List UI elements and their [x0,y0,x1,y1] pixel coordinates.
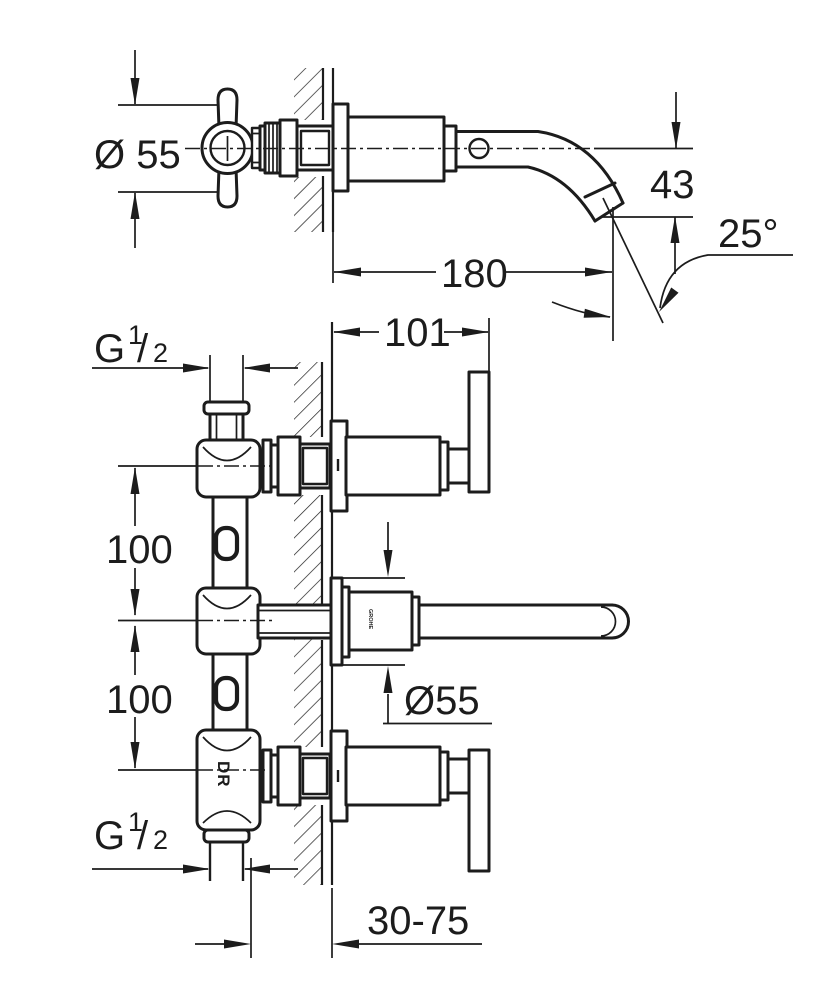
body-marking-dr: DR [214,761,233,788]
dim-handle-diameter: Ø 55 [94,133,181,177]
cross-handle [200,87,255,209]
thread-top-denominator: 2 [153,338,168,368]
dim-spout-reach: 180 [441,252,508,296]
thread-top-g: G [94,327,125,371]
dim-escutcheon-diameter: Ø55 [404,679,480,723]
dim-spout-angle: 25° [718,212,779,256]
top-valve-lever [467,370,491,494]
dim-spout-end-height: 43 [650,163,695,207]
rough-in-body [195,400,262,881]
thread-top-slash: / [137,327,149,371]
side-view [200,87,625,223]
centerlines [118,147,693,771]
front-view [195,370,630,881]
thread-bottom-denominator: 2 [153,825,168,855]
bottom-valve-cartridge [344,745,442,807]
spout-side [346,115,625,223]
dim-wall-to-lever: 101 [384,311,451,355]
spout-end-cap [610,603,630,640]
spout-base [347,590,414,652]
thread-bottom-g: G [94,814,125,858]
spout-escutcheon [329,576,344,667]
thread-bottom-slash: / [137,814,149,858]
grohe-logo: GROHE [367,609,373,630]
dimension-labels: Ø 55 43 25° 180 101 G 1 / 2 100 100 Ø55 … [94,133,779,943]
dim-embedment-depth: 30-75 [367,899,469,943]
inlet-bottom-cap [202,828,251,844]
dim-spacing-lower: 100 [106,678,173,722]
thread-bottom-numerator: 1 [128,807,143,837]
bottom-valve-lever [467,748,491,873]
mounting-slot-upper [213,525,240,562]
top-valve [261,370,491,513]
dim-thread-bottom: G 1 / 2 [94,807,168,858]
wall-section-front-view [294,322,334,885]
bottom-valve [261,729,491,873]
side-wall-flange [331,102,350,193]
wall-section-side-view [294,68,335,232]
top-valve-cartridge [344,435,442,497]
spout-front [256,576,630,667]
mounting-slot-lower [213,675,240,712]
dim-spacing-upper: 100 [106,528,173,572]
dimension-lines [92,50,793,958]
thread-top-numerator: 1 [128,320,143,350]
inlet-top-cap [202,400,251,416]
dim-thread-top: G 1 / 2 [94,320,168,371]
